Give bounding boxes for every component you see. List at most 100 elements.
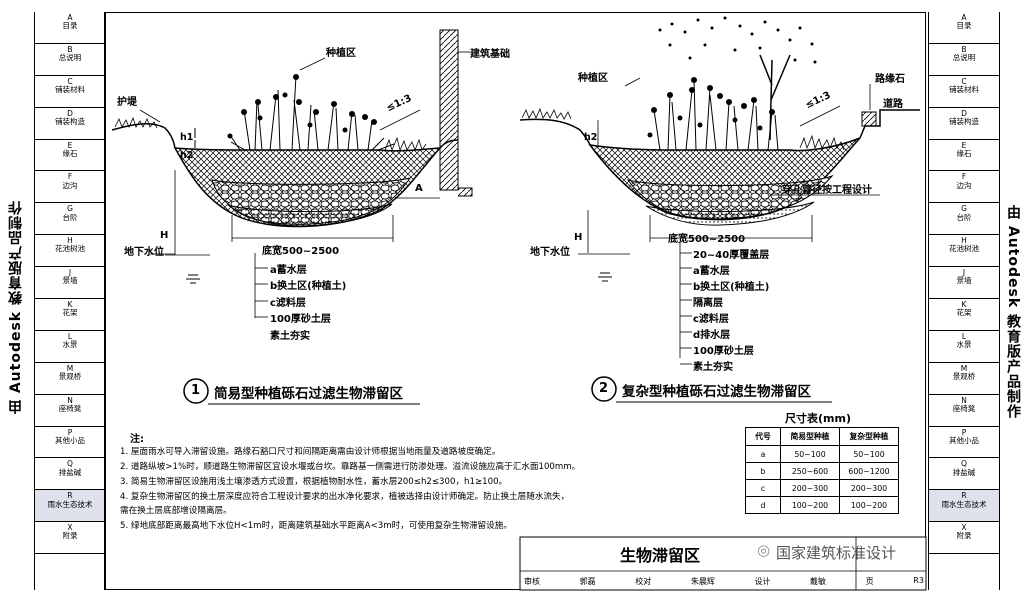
tab-label: 座椅凳: [952, 403, 976, 413]
d1-groundwater-label: 地下水位: [124, 247, 164, 258]
tab-label: 铺装构造: [949, 116, 979, 126]
title-block-fields: 审核 郭磊 校对 朱晨辉 设计 戴敏 页 R3: [524, 576, 924, 587]
field-value: R3: [913, 576, 924, 585]
d2-road-label: 道路: [883, 99, 903, 110]
tab-code: A: [961, 13, 967, 22]
notes-title: 注:: [130, 434, 144, 445]
drawing-frame: [104, 12, 926, 590]
d1-layer-2: c滤料层: [270, 298, 306, 309]
d2-layer-6: 100厚砂土层: [693, 346, 754, 357]
sheet-title: 生物滞留区: [620, 546, 701, 565]
tab-label: 总说明: [58, 53, 82, 63]
d1-title: 简易型种植砾石过滤生物滞留区: [214, 386, 403, 402]
tab-code: H: [961, 236, 967, 246]
tab-code: R: [67, 491, 73, 501]
tab-label: 景墙: [956, 276, 972, 286]
d2-groundwater-label: 地下水位: [530, 247, 570, 258]
d2-title: 复杂型种植砾石过滤生物滞留区: [622, 384, 811, 400]
tab-code: N: [961, 395, 967, 405]
tab-label: 雨水生态技术: [47, 499, 93, 509]
tab-code: G: [961, 204, 967, 214]
tab-code: J: [962, 268, 966, 278]
tab-label: 边沟: [62, 180, 78, 190]
diagram-2-number-circle: [591, 376, 617, 402]
diagram-1-number-circle: [183, 378, 209, 404]
tab-label: 附录: [62, 531, 78, 541]
table-cell: d: [745, 496, 781, 514]
table-header-cell: 简易型种植: [780, 427, 840, 446]
tab-label: 排盐碱: [58, 467, 82, 477]
note-1: 1. 屋面雨水可导入滞留设施。路缘石豁口尺寸和间隔距离需由设计师根据当地雨量及道…: [120, 447, 501, 457]
tab-code: B: [67, 44, 73, 54]
tab-label: 景墙: [62, 276, 78, 286]
tab-label: 座椅凳: [58, 403, 82, 413]
note-4-cont: 需在换土层底部增设隔离层。: [120, 506, 232, 516]
note-2: 2. 道路纵坡>1%时，顺道路生物滞留区宜设水堰或台坎。靠路基一侧需进行防渗处理…: [120, 462, 581, 472]
tab-label: 铺装材料: [55, 84, 85, 94]
d2-layer-3: 隔离层: [693, 298, 723, 309]
tab-label: 铺装构造: [55, 116, 85, 126]
dimension-table: 代号 简易型种植 复杂型种植 a 50~100 50~100 b 250~600…: [745, 427, 899, 514]
tab-label: 花池树池: [949, 244, 979, 254]
d1-building-foundation-label: 建筑基础: [470, 49, 510, 60]
d1-h2-label: h2: [180, 150, 194, 161]
d1-embankment-label: 护堤: [117, 97, 137, 108]
field-value: 郭磊: [579, 577, 596, 586]
tab-code: Q: [67, 459, 73, 469]
tab-code: A: [67, 13, 73, 22]
building-foundation-wall: [439, 29, 459, 191]
tab-code: F: [961, 172, 967, 182]
tab-code: K: [961, 300, 967, 310]
tab-code: L: [67, 331, 73, 341]
tab-code: D: [67, 108, 73, 118]
table-cell: a: [745, 445, 781, 463]
tab-label: 花池树池: [55, 244, 85, 254]
note-4: 4. 复杂生物滞留区的换土层深度应符合工程设计要求的出水净化要求，植被选择由设计…: [120, 492, 570, 502]
table-row: d 100~200 100~200: [745, 496, 899, 514]
autodesk-watermark-right: 由 Autodesk 教育版产品制作: [1005, 205, 1021, 420]
tab-label: 附录: [956, 531, 972, 541]
d2-pipe-note: 穿孔管径按工程设计: [782, 185, 872, 196]
diagram-2-section: [519, 16, 920, 365]
tab-code: K: [67, 300, 73, 310]
d1-layer-3: 100厚砂土层: [270, 314, 331, 325]
d1-h1-label: h1: [180, 132, 194, 143]
tab-label: 水景: [62, 340, 78, 350]
